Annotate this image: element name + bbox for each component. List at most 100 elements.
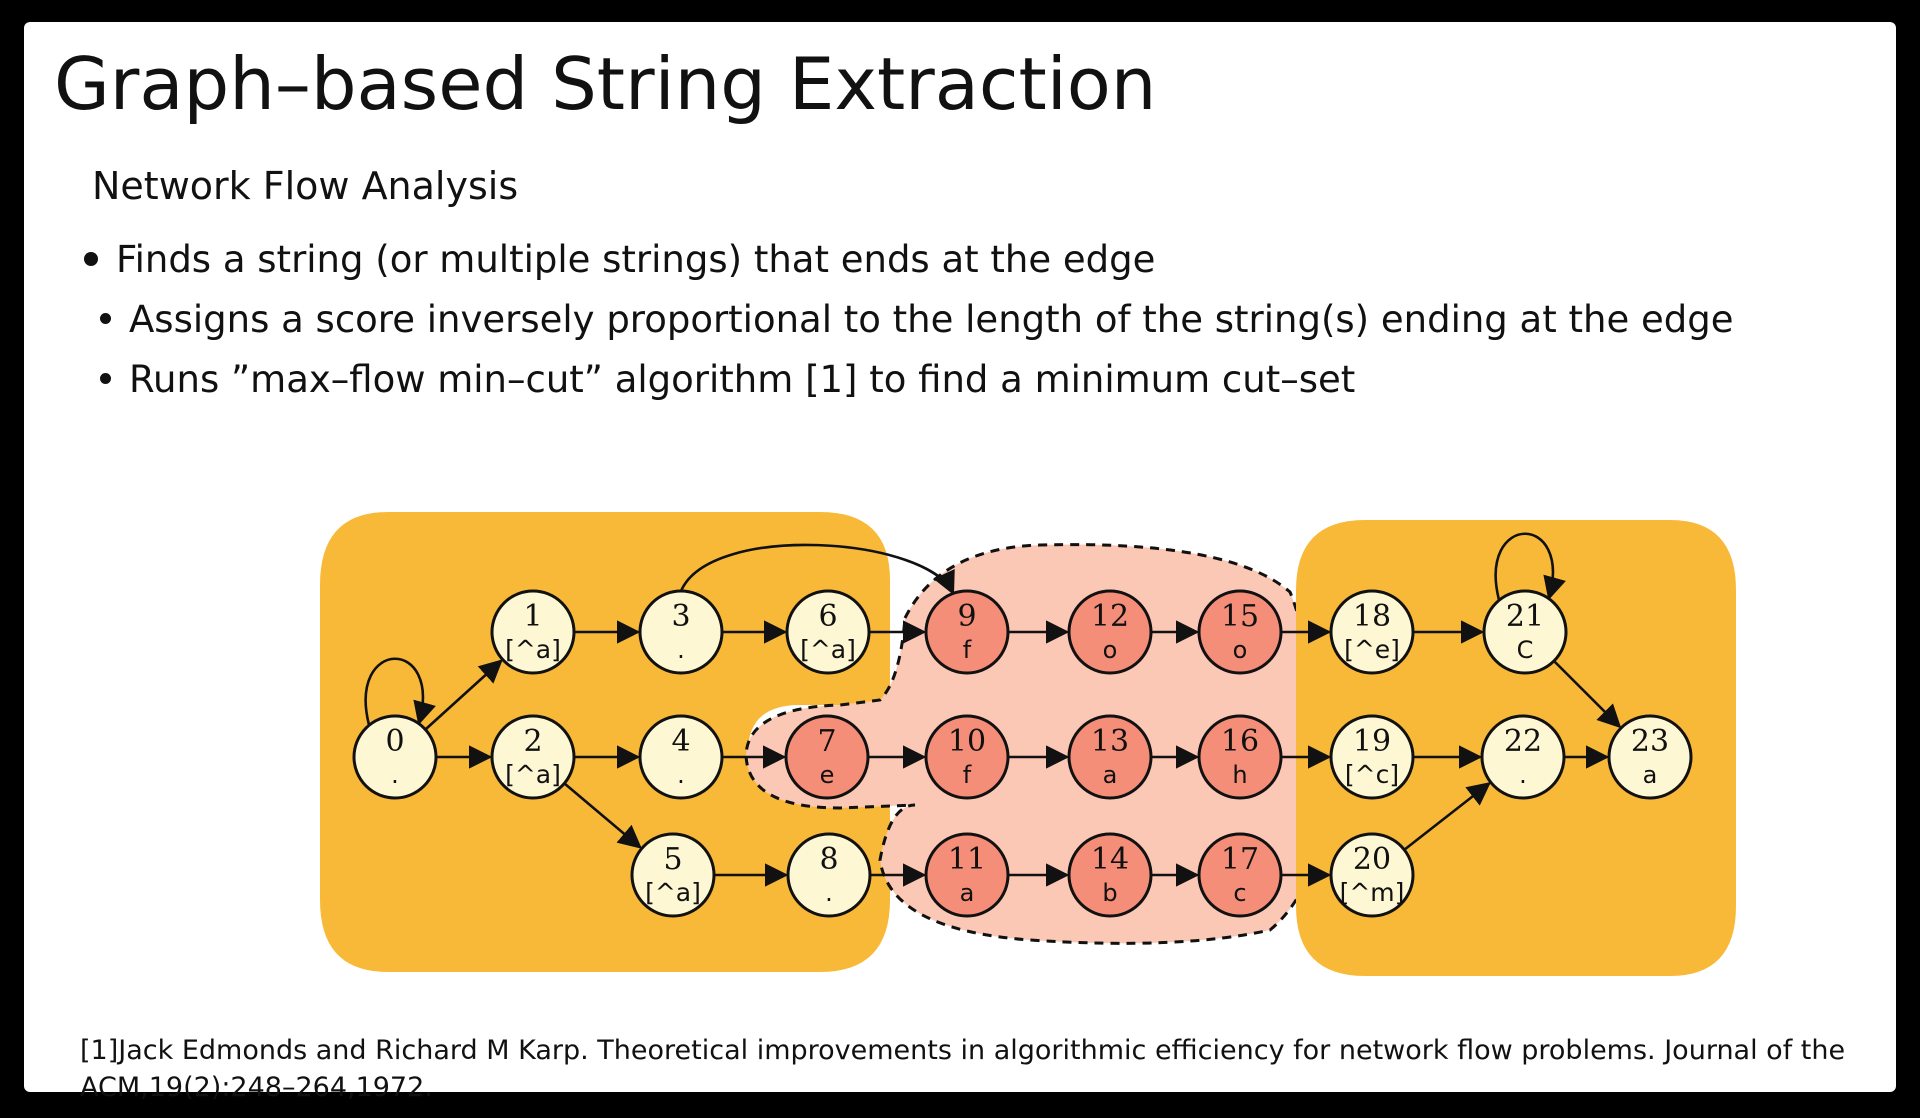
graph-node-16: 16h (1197, 714, 1283, 800)
graph-node-18: 18[^e] (1329, 589, 1415, 675)
node-circle (784, 714, 870, 800)
bullet-dot-icon (100, 313, 111, 324)
graph-edge-21-23 (1553, 660, 1622, 729)
node-circle (1067, 714, 1153, 800)
graph-edge-20-22 (1403, 782, 1491, 851)
slide-title: Graph–based String Extraction (54, 42, 1157, 126)
node-char-label: . (677, 636, 685, 664)
graph-edge-0-1 (424, 659, 503, 731)
node-char-label: [^a] (505, 760, 561, 789)
node-id-label: 6 (818, 599, 837, 634)
graph-node-7: 7e (784, 714, 870, 800)
node-circle (1480, 714, 1566, 800)
graph-node-22: 22. (1480, 714, 1566, 800)
graph-node-19: 19[^c] (1329, 714, 1415, 800)
graph-node-17: 17c (1197, 832, 1283, 918)
bullet-item: Finds a string (or multiple strings) tha… (84, 230, 1733, 290)
node-char-label: a (1643, 761, 1658, 789)
graph-node-10: 10f (924, 714, 1010, 800)
node-id-label: 18 (1353, 599, 1391, 634)
node-char-label: [^e] (1344, 635, 1400, 664)
node-circle (1329, 714, 1415, 800)
graph-node-0: 0. (352, 714, 438, 800)
graph-node-15: 15o (1197, 589, 1283, 675)
bullet-text: Finds a string (or multiple strings) tha… (116, 238, 1156, 281)
bullet-list: Finds a string (or multiple strings) tha… (84, 230, 1733, 410)
node-circle (1482, 589, 1568, 675)
node-char-label: e (820, 761, 835, 789)
node-id-label: 13 (1091, 724, 1129, 759)
node-char-label: a (960, 879, 975, 907)
graph-node-21: 21C (1482, 589, 1568, 675)
source-region (320, 512, 890, 972)
graph-node-9: 9f (924, 589, 1010, 675)
node-circle (924, 714, 1010, 800)
bullet-text: Runs ”max–flow min–cut” algorithm [1] to… (129, 358, 1356, 401)
graph-node-11: 11a (924, 832, 1010, 918)
node-circle (786, 832, 872, 918)
node-char-label: . (825, 879, 833, 907)
node-id-label: 19 (1353, 724, 1391, 759)
graph-node-12: 12o (1067, 589, 1153, 675)
graph-node-1: 1[^a] (490, 589, 576, 675)
bullet-dot-icon (84, 251, 98, 266)
bullet-dot-icon (100, 373, 111, 384)
node-id-label: 2 (523, 724, 542, 759)
node-circle (1197, 714, 1283, 800)
node-circle (638, 714, 724, 800)
node-id-label: 22 (1504, 724, 1542, 759)
node-id-label: 1 (523, 599, 542, 634)
node-id-label: 15 (1221, 599, 1259, 634)
node-char-label: o (1103, 636, 1118, 664)
node-circle (924, 589, 1010, 675)
node-char-label: b (1102, 879, 1117, 907)
graph-node-4: 4. (638, 714, 724, 800)
node-circle (490, 589, 576, 675)
node-char-label: C (1517, 636, 1534, 664)
node-char-label: a (1103, 761, 1118, 789)
node-char-label: c (1233, 879, 1246, 907)
node-circle (352, 714, 438, 800)
node-circle (1067, 832, 1153, 918)
node-id-label: 3 (671, 599, 690, 634)
node-char-label: o (1233, 636, 1248, 664)
node-circle (630, 832, 716, 918)
graph-edge-0-0 (364, 657, 436, 726)
node-char-label: [^a] (505, 635, 561, 664)
node-id-label: 5 (663, 842, 682, 877)
node-id-label: 20 (1353, 842, 1391, 877)
graph-node-23: 23a (1607, 714, 1693, 800)
node-id-label: 8 (819, 842, 838, 877)
graph-node-6: 6[^a] (785, 589, 871, 675)
node-char-label: [^m] (1340, 878, 1405, 907)
node-char-label: f (963, 761, 972, 789)
node-id-label: 14 (1091, 842, 1129, 877)
node-char-label: f (963, 636, 972, 664)
node-id-label: 9 (957, 599, 976, 634)
node-circle (638, 589, 724, 675)
node-char-label: . (677, 761, 685, 789)
graph-node-2: 2[^a] (490, 714, 576, 800)
node-id-label: 21 (1506, 599, 1544, 634)
graph-node-5: 5[^a] (630, 832, 716, 918)
node-id-label: 4 (671, 724, 690, 759)
node-circle (1197, 832, 1283, 918)
node-id-label: 10 (948, 724, 986, 759)
node-id-label: 11 (948, 842, 986, 877)
node-circle (1329, 832, 1415, 918)
reference-footnote: [1]Jack Edmonds and Richard M Karp. Theo… (80, 1035, 1846, 1103)
node-char-label: [^a] (800, 635, 856, 664)
node-char-label: . (1519, 761, 1527, 789)
cut-region (744, 543, 1323, 945)
node-id-label: 0 (385, 724, 404, 759)
bullet-item: Assigns a score inversely proportional t… (100, 290, 1733, 350)
node-id-label: 16 (1221, 724, 1259, 759)
node-id-label: 17 (1221, 842, 1259, 877)
graph-edge-21-21 (1494, 532, 1566, 601)
node-char-label: h (1232, 761, 1247, 789)
node-id-label: 23 (1631, 724, 1669, 759)
node-circle (490, 714, 576, 800)
graph-node-8: 8. (786, 832, 872, 918)
node-id-label: 7 (817, 724, 836, 759)
